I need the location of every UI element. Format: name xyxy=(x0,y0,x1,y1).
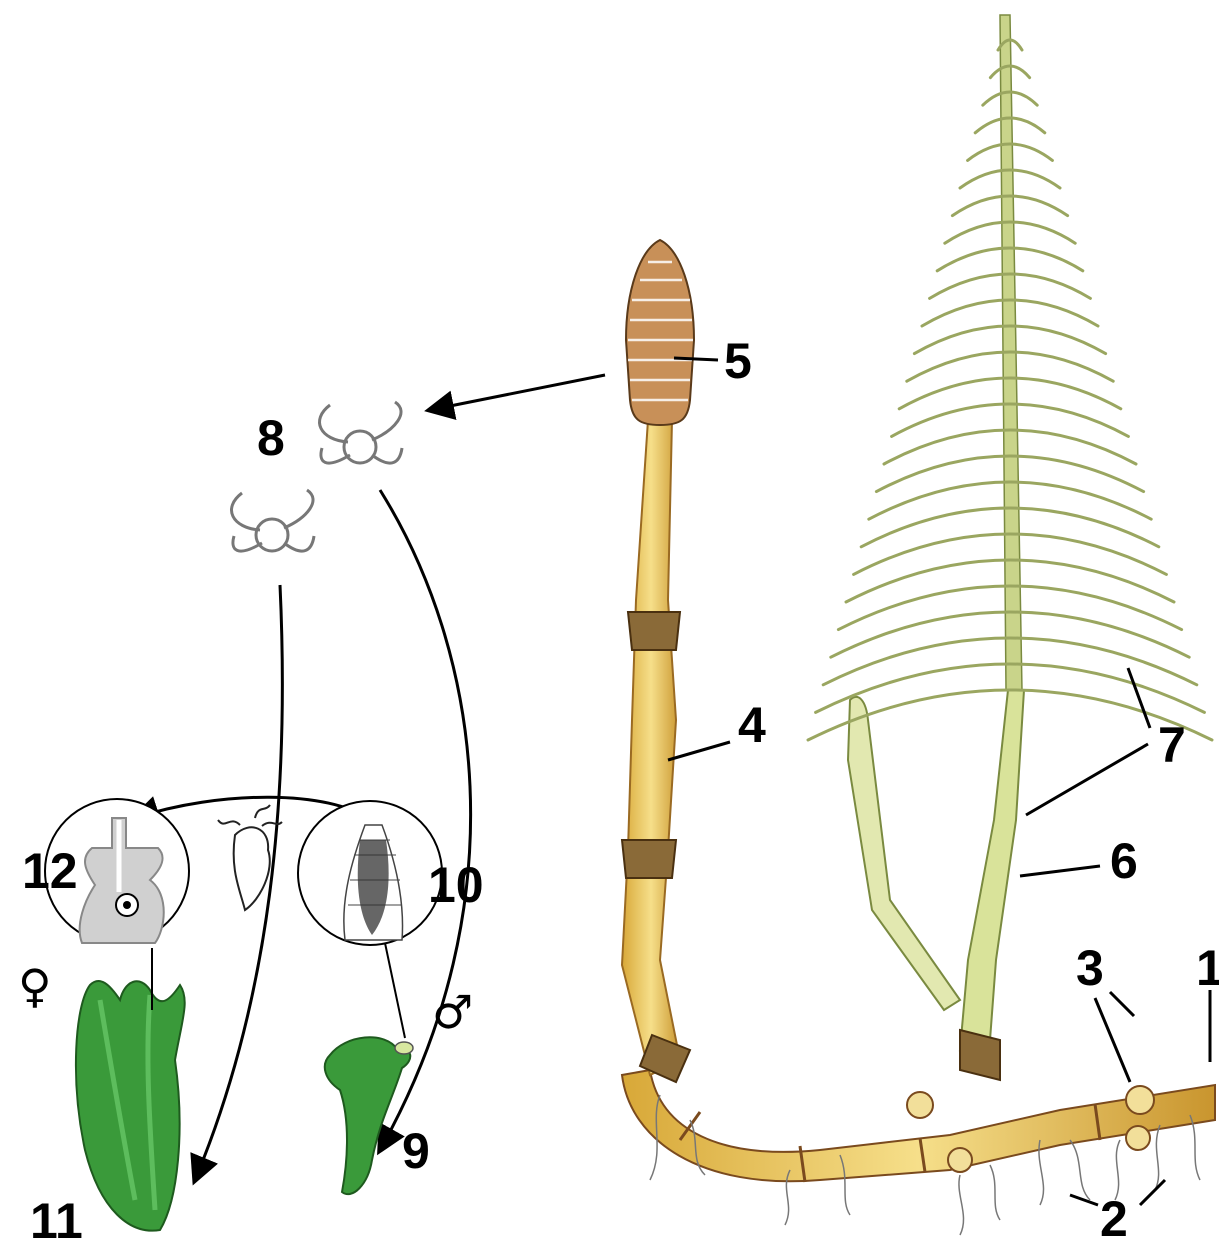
whorl-branch xyxy=(914,326,1010,354)
label-5: 5 xyxy=(724,333,752,389)
leader-6 xyxy=(1020,866,1100,876)
whorl-branch xyxy=(907,352,1010,381)
whorl-branch xyxy=(1010,144,1052,160)
strobilus xyxy=(626,240,694,425)
male-gametophyte xyxy=(325,1037,413,1194)
whorl-branch xyxy=(1010,196,1068,216)
arrow-strobilus-to-spores xyxy=(430,375,605,410)
rhizome xyxy=(622,1070,1215,1182)
label-8: 8 xyxy=(257,410,285,466)
whorl-branch xyxy=(1010,664,1204,712)
whorl-branch xyxy=(816,664,1010,712)
whorl-branch xyxy=(1010,118,1045,133)
node-sheath xyxy=(628,612,680,650)
whorl-branch xyxy=(869,482,1010,519)
whorl-branch xyxy=(884,430,1010,464)
antheridium-detail xyxy=(298,801,442,1038)
archegonium-detail xyxy=(45,799,189,1010)
tuber xyxy=(907,1092,933,1118)
whorl-branch xyxy=(1010,170,1060,188)
whorl-branch xyxy=(1010,456,1144,492)
spore-lower xyxy=(232,490,314,551)
whorl-branch xyxy=(861,508,1010,547)
whorl-branch xyxy=(1010,352,1113,381)
whorl-branch xyxy=(1010,274,1090,298)
label-7: 7 xyxy=(1158,717,1186,773)
whorl-branch xyxy=(1010,222,1075,243)
whorl-branch xyxy=(1010,40,1022,50)
whorl-branch xyxy=(876,456,1010,492)
whorl-branch xyxy=(1010,92,1037,105)
whorl-branch xyxy=(1010,66,1030,78)
whorl-branch xyxy=(937,248,1010,271)
female-symbol: ♀ xyxy=(18,959,52,1013)
label-6: 6 xyxy=(1110,833,1138,889)
sterile-shoot xyxy=(808,15,1212,1080)
label-11: 11 xyxy=(30,1193,83,1247)
whorl-branch xyxy=(1010,326,1106,354)
whorl-branch xyxy=(1010,430,1136,464)
male-symbol: ♂ xyxy=(432,985,473,1039)
whorl-branch xyxy=(1010,508,1159,547)
whorl-branch xyxy=(1010,300,1098,326)
fertile-shoot xyxy=(622,240,694,1082)
label-2: 2 xyxy=(1100,1191,1128,1247)
young-sterile-shoot xyxy=(848,697,960,1010)
spore-upper xyxy=(320,402,402,463)
label-4: 4 xyxy=(738,697,766,753)
whorl-branch xyxy=(1010,482,1151,519)
whorl-branch xyxy=(1010,638,1197,685)
leader-5 xyxy=(674,358,718,360)
label-3: 3 xyxy=(1076,940,1104,996)
label-1: 1 xyxy=(1196,940,1219,996)
whorl-branch xyxy=(823,638,1010,685)
whorl-branch xyxy=(930,274,1010,298)
label-9: 9 xyxy=(402,1123,430,1179)
label-10: 10 xyxy=(428,857,484,913)
leader-3 xyxy=(1095,992,1134,1082)
tuber xyxy=(1126,1126,1150,1150)
whorl-branch xyxy=(1010,248,1083,271)
whorl-branch xyxy=(808,690,1010,740)
tuber xyxy=(1126,1086,1154,1114)
node-sheath xyxy=(960,1030,1000,1080)
tuber xyxy=(948,1148,972,1172)
node-sheath xyxy=(622,840,676,878)
label-12: 12 xyxy=(22,843,78,899)
whorl-branch xyxy=(945,222,1010,243)
female-gametophyte xyxy=(76,981,185,1231)
leader-4 xyxy=(668,742,730,760)
whorl-branch xyxy=(922,300,1010,326)
labels: 1 2 3 4 5 6 7 8 9 10 11 12 ♀ ♂ xyxy=(18,333,1219,1247)
